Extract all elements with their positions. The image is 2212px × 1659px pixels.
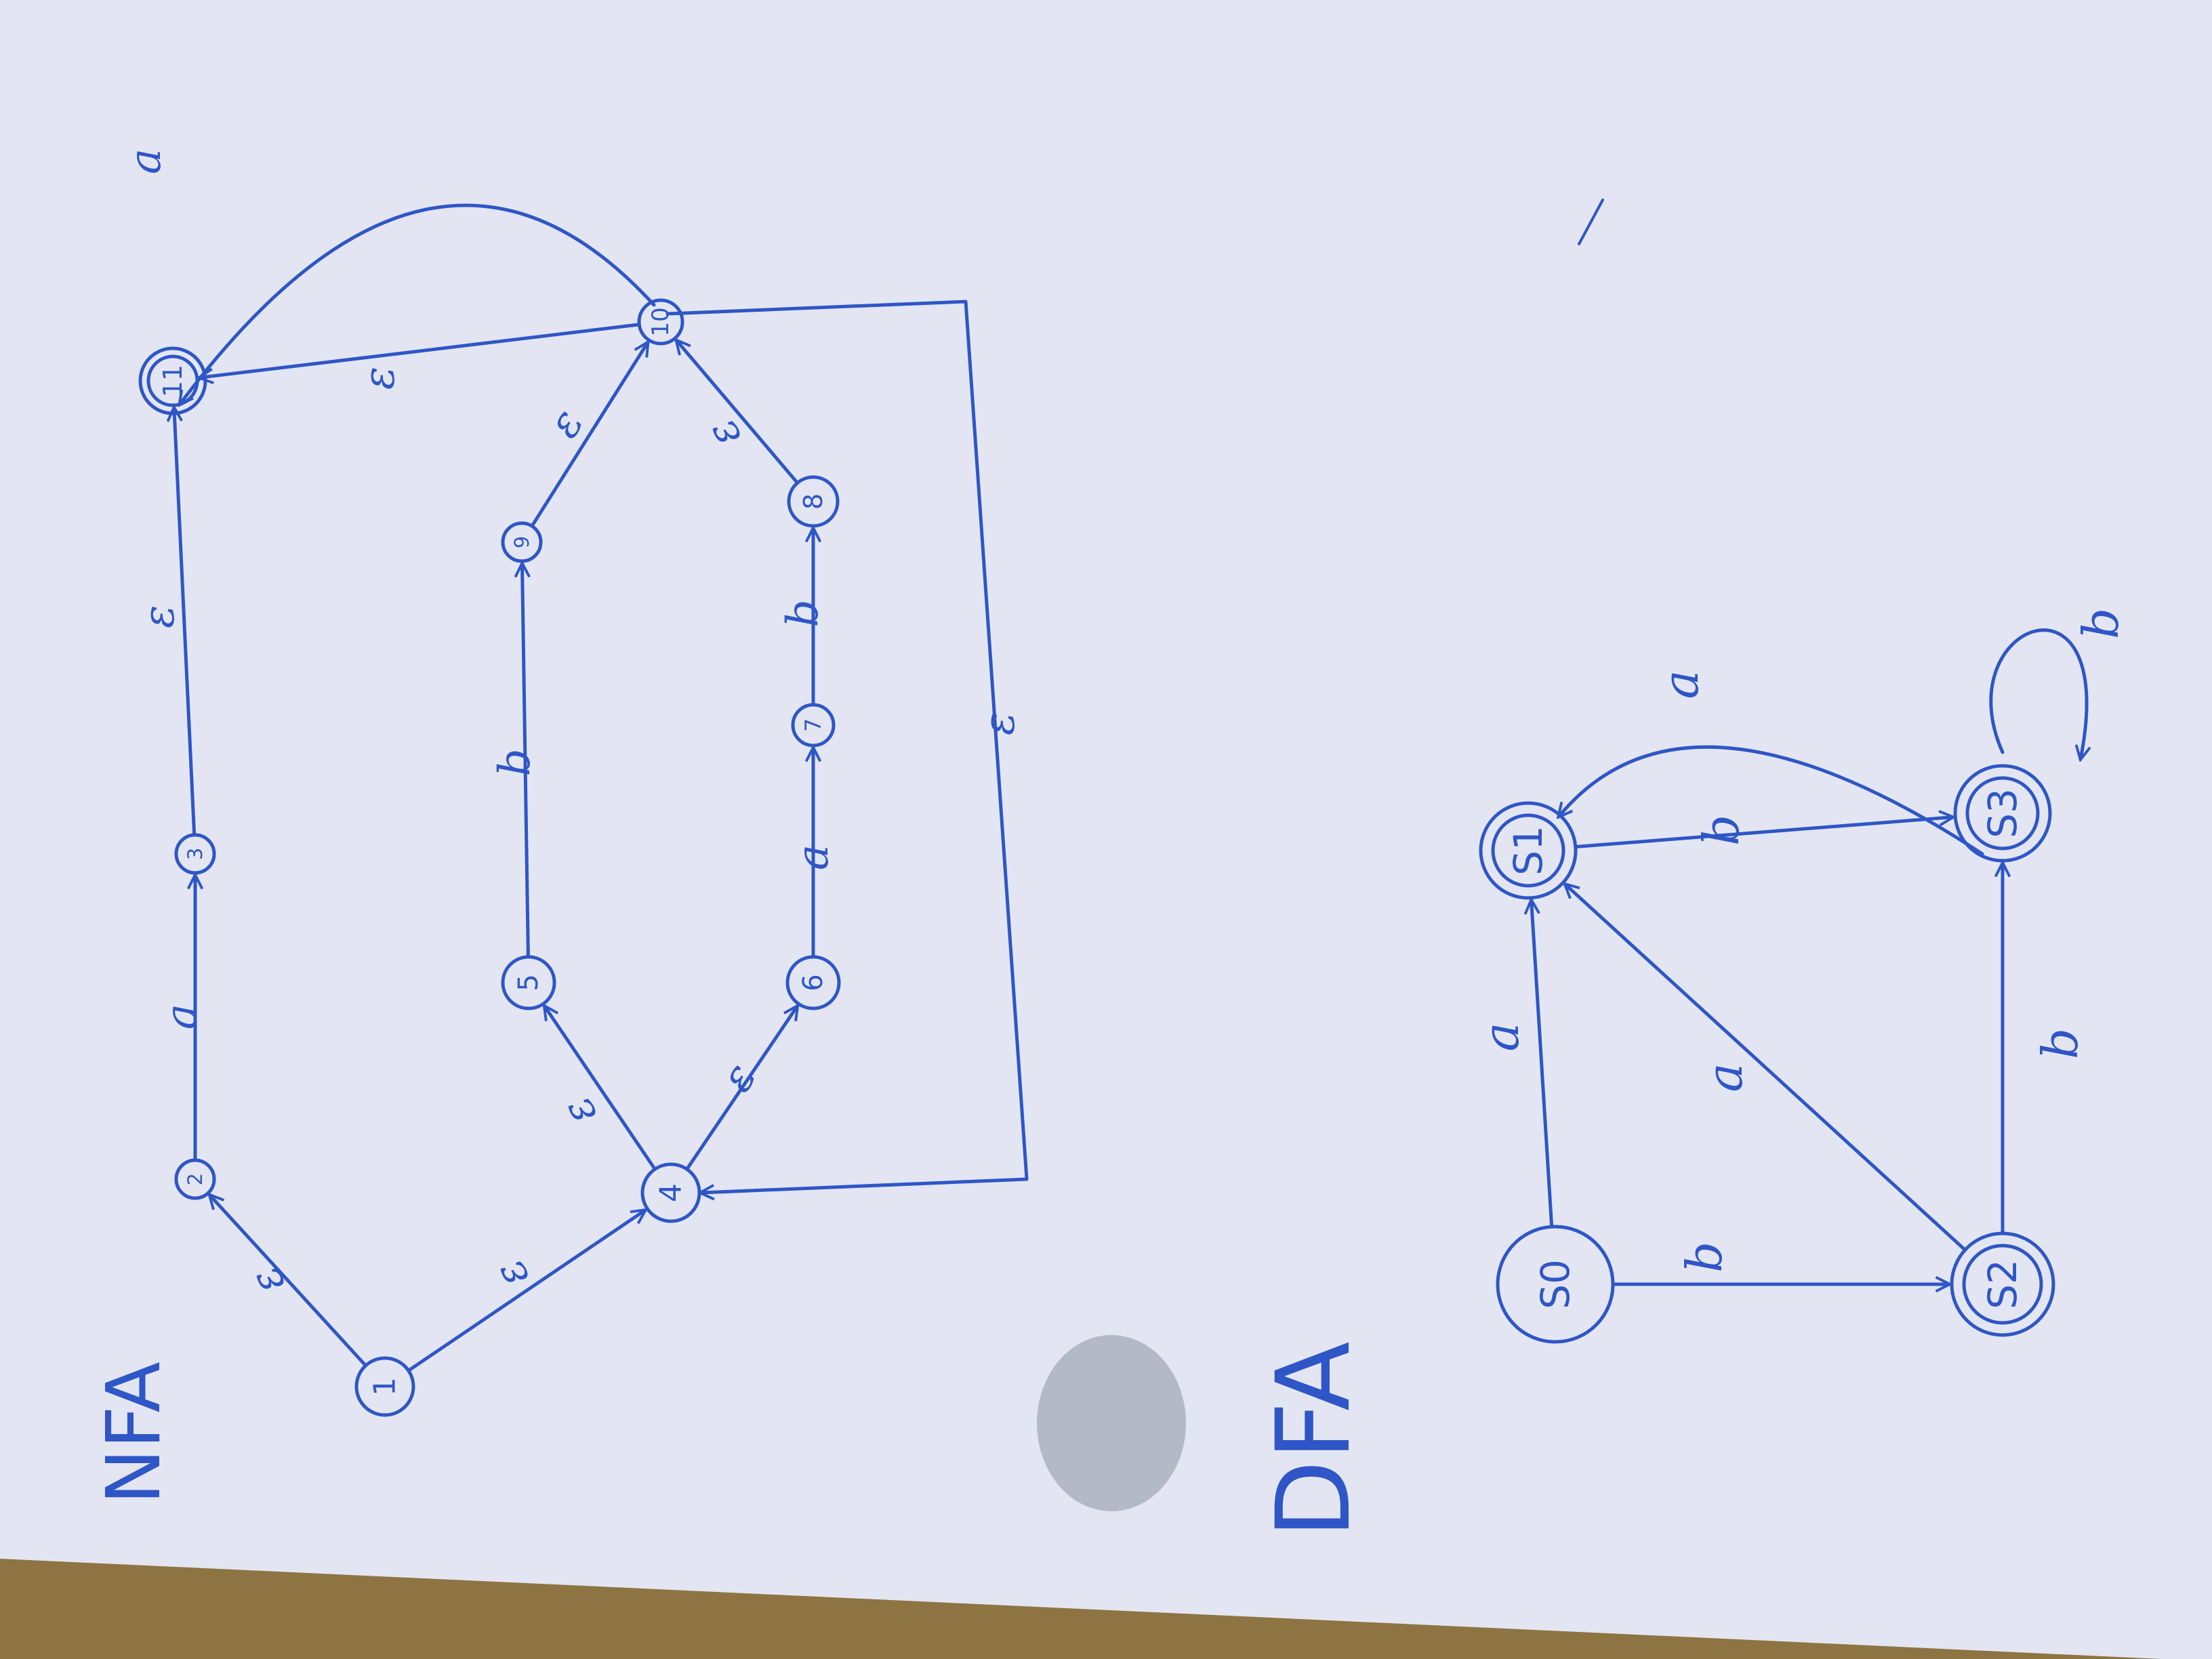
nfa-state-6: 6 [785,955,841,1010]
dfa-state-S0-label: S0 [1532,1259,1578,1309]
nfa-state-8: 8 [787,475,840,528]
dfa-edge-label-S2-S3: b [2032,1028,2089,1059]
dfa-edge-label-S3-S1: a [1652,670,1709,699]
dfa-state-S2-label: S2 [1980,1259,2026,1309]
dfa-edge-labels: a b a b b a b [1473,608,2129,1273]
nfa-edge-1-to-2 [210,1195,368,1368]
dfa-edge-S0-to-S1 [1532,901,1554,1229]
nfa-state-10-label: 10 [647,307,674,336]
nfa-state-11-accept-ring [138,346,207,415]
nfa-edge-9-to-10 [530,342,648,528]
nfa-edge-8-to-10 [676,340,800,485]
dfa-state-S1-label: S1 [1505,825,1551,876]
nfa-edge-label-10-4: ε [975,712,1025,735]
nfa-state-11: 11 [138,346,207,415]
nfa-edge-label-5-9: b [490,749,540,777]
nfa-state-9: 9 [501,521,543,563]
dfa-edge-S3-to-S1 [1559,745,1984,856]
nfa-edge-label-2-3: a [157,1004,207,1029]
nfa-state-3: 3 [174,833,216,875]
nfa-edge-label-10-11: ε [354,367,405,390]
nfa-state-4-label: 4 [654,1183,689,1202]
nfa-edge-1-to-4 [407,1210,645,1372]
dfa-edges [1532,628,2087,1284]
nfa-edge-3-to-11 [174,408,197,837]
dfa-state-S1-accept-ring [1491,813,1565,888]
nfa-state-8-label: 8 [798,493,828,510]
nfa-state-10: 10 [637,298,684,346]
dfa-edge-label-S0-S1: a [1473,1023,1530,1052]
nfa-state-2-label: 2 [184,1173,207,1185]
nfa-title: NFA [90,1361,177,1504]
dfa-state-S3-accept-ring [1965,776,2040,851]
nfa-edge-label-3-11: ε [134,605,184,628]
dfa-state-S3: S3 [1953,764,2052,863]
nfa-edges [174,203,1029,1372]
dfa-state-S2: S2 [1950,1231,2055,1337]
nfa-state-3-label: 3 [184,848,207,860]
dfa-state-S3-label: S3 [1980,788,2026,838]
shadow-smudge [1037,1335,1186,1511]
dfa-edge-S2-to-S1 [1565,884,1967,1252]
nfa-state-11-label: 11 [158,365,188,397]
nfa-edge-5-to-9 [522,564,528,959]
dfa-state-S0: S0 [1496,1225,1615,1344]
dfa-edge-label-S0-S2: b [1676,1242,1733,1273]
nfa-state-7-label: 7 [800,718,826,732]
nfa-state-6-label: 6 [798,974,829,991]
nfa-state-9-label: 9 [510,536,533,548]
dfa-edge-S1-to-S3 [1574,817,1952,849]
nfa-state-7: 7 [791,703,836,747]
nfa-edge-4-to-5 [545,1006,657,1171]
dfa-state-S1: S1 [1479,801,1578,900]
dfa-title: DFA [1255,1341,1373,1538]
nfa-edge-10-to-11 [180,203,656,405]
nfa-edge-4-to-6 [685,1006,798,1171]
nfa-edge-label-7-8: b [778,600,828,628]
nfa-edge-10-to-11 [200,323,641,377]
dfa-edge-label-S1-S3: b [1693,815,1750,846]
nfa-nodes: 1 2 3 4 5 6 7 8 9 10 11 [138,298,841,1417]
nfa-state-1-label: 1 [368,1377,403,1396]
nfa-state-2: 2 [174,1158,216,1200]
stray-pen-mark [1578,199,1604,245]
dfa-edge-label-S3-S3: b [2072,608,2129,639]
nfa-edge-label-10-11: a [121,148,171,174]
nfa-edge-10-to-4 [665,300,1029,1193]
nfa-state-5: 5 [501,955,556,1010]
dfa-state-S2-accept-ring [1962,1244,2043,1325]
nfa-state-4: 4 [640,1162,701,1223]
dfa-edge-S3-to-S3 [1989,628,2087,759]
nfa-state-5-label: 5 [513,974,544,991]
nfa-state-1: 1 [354,1356,415,1417]
nfa-edge-label-6-7: a [788,844,838,870]
dfa-edge-label-S2-S1: a [1696,1063,1753,1092]
